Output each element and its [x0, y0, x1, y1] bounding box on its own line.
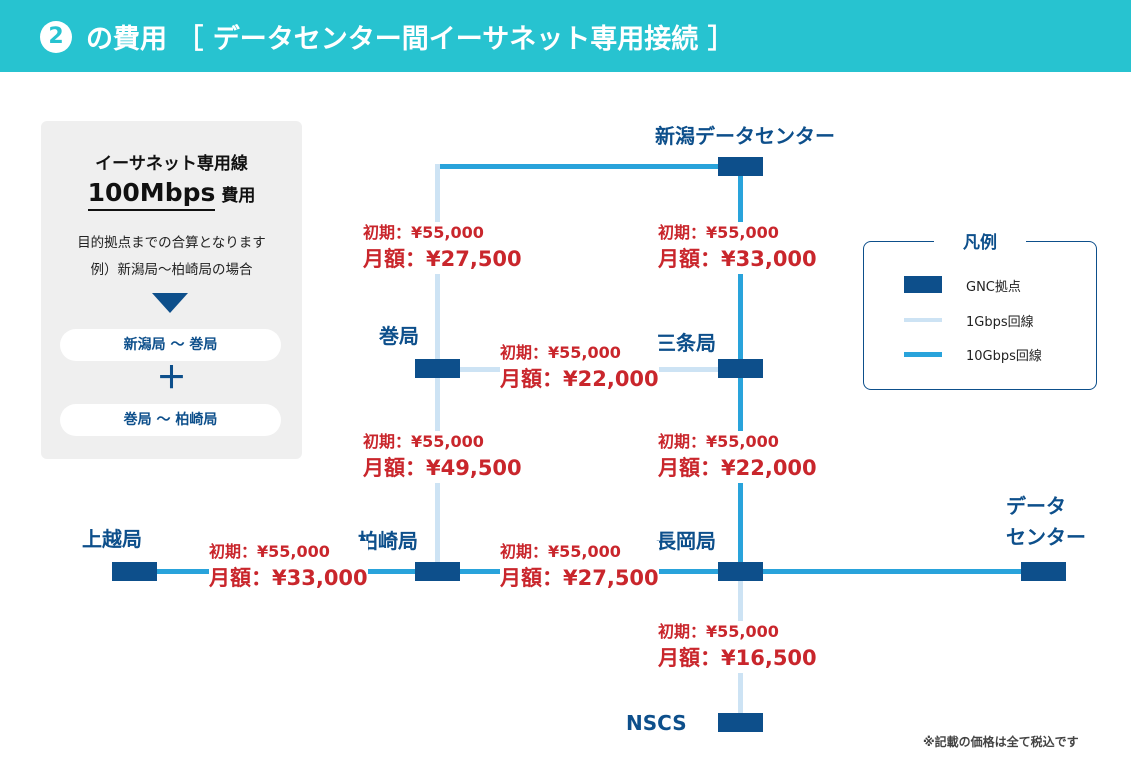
legend-1g-swatch	[904, 318, 942, 322]
fee-initial: 初期：¥55,000	[658, 223, 779, 242]
legend-10g-swatch	[904, 352, 942, 357]
page-title: の費用 ［ データセンター間イーサネット専用接続 ］	[86, 24, 735, 55]
route-pill-2: 巻局 ～ 柏崎局	[60, 404, 281, 436]
station-niigata-dc: 新潟データセンター	[655, 124, 835, 148]
info-note-example: 例）新潟局～柏崎局の場合	[90, 262, 253, 278]
tax-note: ※記載の価格は全て税込です	[923, 735, 1079, 749]
gnc-node-nscs	[718, 713, 763, 732]
fee-initial: 初期：¥55,000	[658, 432, 779, 451]
fee-monthly: 月額：¥33,000	[658, 247, 817, 271]
gnc-node-dc-right	[1021, 562, 1066, 581]
fee-niigata-maki: 初期：¥55,000 月額：¥27,500	[363, 222, 522, 274]
station-maki: 巻局	[379, 324, 419, 348]
section-number-badge: 2	[40, 21, 72, 53]
fee-monthly: 月額：¥49,500	[363, 456, 522, 480]
station-nagaoka: 長岡局	[656, 529, 716, 553]
station-kashiwazaki: 柏崎局	[358, 529, 418, 553]
fee-initial: 初期：¥55,000	[363, 223, 484, 242]
legend: 凡例 GNC拠点 1Gbps回線 10Gbps回線	[863, 228, 1097, 390]
fee-monthly: 月額：¥27,500	[363, 247, 522, 271]
fee-kashiwazaki-nagaoka: 初期：¥55,000 月額：¥27,500	[500, 541, 659, 593]
page-header: 2 の費用 ［ データセンター間イーサネット専用接続 ］	[0, 0, 1131, 72]
fee-initial: 初期：¥55,000	[363, 432, 484, 451]
fee-monthly: 月額：¥22,000	[500, 367, 659, 391]
station-sanjo: 三条局	[656, 331, 716, 355]
line-10g-top	[435, 164, 741, 169]
gnc-node-sanjo	[718, 359, 763, 378]
down-arrow-icon	[152, 293, 188, 313]
gnc-node-kashiwazaki	[415, 562, 460, 581]
legend-1g-label: 1Gbps回線	[966, 315, 1034, 330]
legend-gnc-label: GNC拠点	[966, 280, 1021, 295]
station-joetsu: 上越局	[82, 527, 142, 551]
info-note-sum: 目的拠点までの合算となります	[77, 235, 266, 251]
fee-monthly: 月額：¥27,500	[500, 566, 659, 590]
station-dc-right-line2: センター	[1006, 525, 1086, 549]
fee-monthly: 月額：¥16,500	[658, 646, 817, 670]
fee-sanjo-nagaoka: 初期：¥55,000 月額：¥22,000	[658, 431, 817, 483]
info-speed: 100Mbps	[87, 178, 216, 211]
legend-title: 凡例	[934, 228, 1026, 253]
route-pill-1: 新潟局 ～ 巻局	[60, 329, 281, 361]
station-nscs: NSCS	[626, 711, 687, 735]
info-cost-label: 費用	[221, 186, 256, 206]
legend-gnc-swatch	[904, 276, 942, 293]
info-line-type: イーサネット専用線	[95, 154, 248, 174]
fee-initial: 初期：¥55,000	[658, 622, 779, 641]
gnc-node-maki	[415, 359, 460, 378]
fee-monthly: 月額：¥33,000	[209, 566, 368, 590]
fee-maki-sanjo: 初期：¥55,000 月額：¥22,000	[500, 342, 659, 394]
station-dc-right-line1: データ	[1006, 494, 1066, 518]
fee-initial: 初期：¥55,000	[209, 542, 330, 561]
gnc-node-joetsu	[112, 562, 157, 581]
fee-maki-kashiwazaki: 初期：¥55,000 月額：¥49,500	[363, 431, 522, 483]
gnc-node-niigata-dc	[718, 157, 763, 176]
fee-joetsu-kashiwazaki: 初期：¥55,000 月額：¥33,000	[209, 541, 368, 593]
fee-niigata-sanjo: 初期：¥55,000 月額：¥33,000	[658, 222, 817, 274]
legend-10g-label: 10Gbps回線	[966, 349, 1042, 364]
fee-nagaoka-nscs: 初期：¥55,000 月額：¥16,500	[658, 621, 817, 673]
plus-icon: ＋	[156, 361, 187, 396]
fee-initial: 初期：¥55,000	[500, 343, 621, 362]
fee-monthly: 月額：¥22,000	[658, 456, 817, 480]
gnc-node-nagaoka	[718, 562, 763, 581]
fee-initial: 初期：¥55,000	[500, 542, 621, 561]
